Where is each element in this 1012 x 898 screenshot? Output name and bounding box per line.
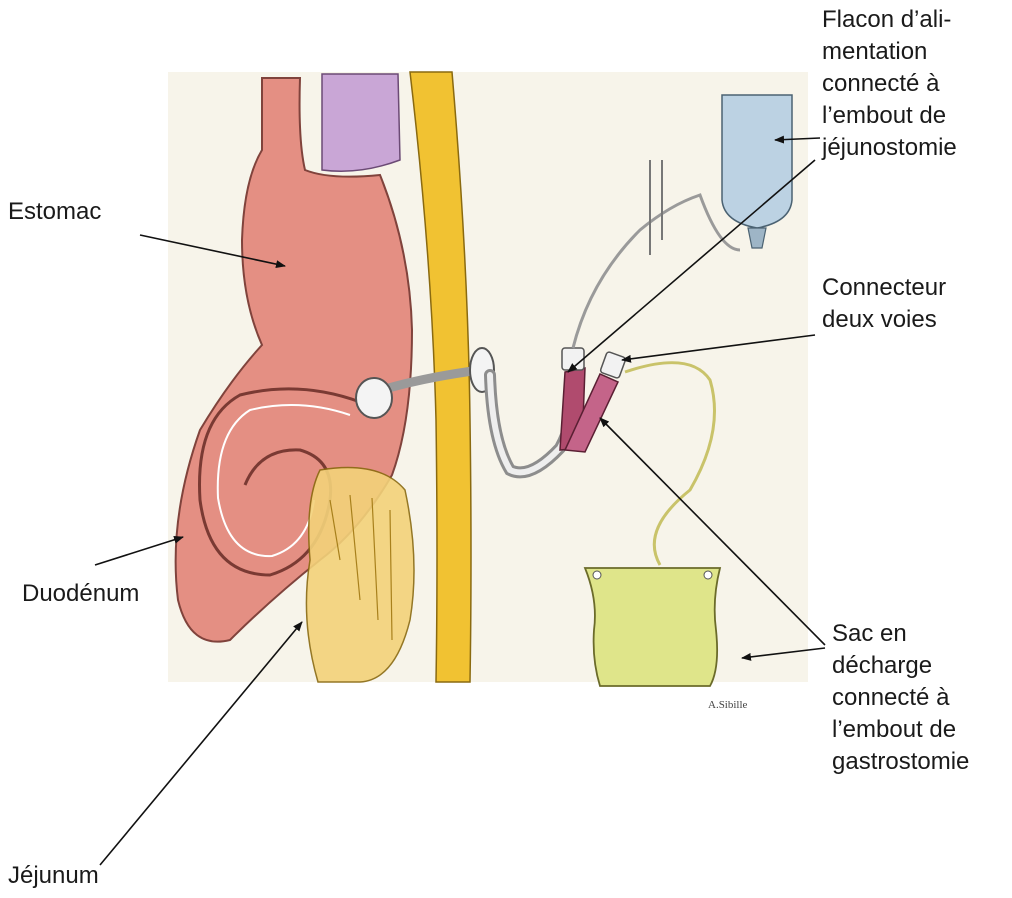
label-flacon: Flacon d’ali- mentation connecté à l’emb… <box>822 4 957 164</box>
label-sac: Sac en décharge connecté à l’embout de g… <box>832 618 969 778</box>
drain-bag <box>585 568 720 686</box>
label-connecteur: Connecteur deux voies <box>822 272 946 336</box>
artist-signature: A.Sibille <box>708 699 747 711</box>
label-estomac: Estomac <box>8 196 101 228</box>
jejunum <box>306 468 414 683</box>
feeding-bottle <box>722 95 792 228</box>
diaphragm-region <box>322 74 400 171</box>
drain-bag-hole-right <box>704 571 712 579</box>
inner-bumper <box>356 378 392 418</box>
drain-bag-hole-left <box>593 571 601 579</box>
label-duodenum: Duodénum <box>22 578 139 610</box>
label-jejunum: Jéjunum <box>8 860 99 892</box>
